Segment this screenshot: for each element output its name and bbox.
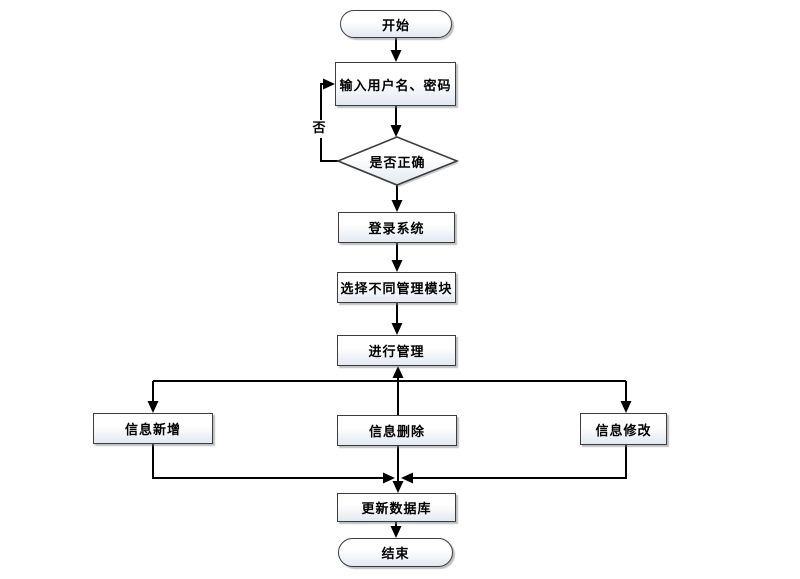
arrowhead-up-into-manage [392,366,404,378]
info-delete-node: 信息删除 [337,415,457,446]
arrowhead-into-login [391,200,403,212]
input-credentials-node: 输入用户名、密码 [335,62,456,106]
arrowhead-into-select [391,260,403,272]
arrowhead-into-add [147,401,159,413]
arrowhead-into-modify [620,401,632,413]
arrowhead-into-decision [390,125,402,137]
end-node: 结束 [338,538,453,567]
edge-modify-merge [413,445,627,479]
arrowhead-into-update [392,481,404,493]
manage-node: 进行管理 [337,335,456,366]
arrowhead-merge-left [383,472,395,484]
edge-add-merge [152,444,383,479]
decision-diamond [335,136,460,186]
arrowhead-merge-right [401,472,413,484]
decision-node-label: 是否正确 [369,155,426,171]
start-node: 开始 [340,10,452,38]
update-database-node: 更新数据库 [337,493,456,522]
info-modify-node: 信息修改 [580,413,667,445]
arrowhead-into-input [390,50,402,62]
edge-label-no: 否 [308,120,330,138]
arrowhead-no-loop [323,78,335,90]
arrowhead-into-end [390,526,402,538]
select-module-node: 选择不同管理模块 [337,272,456,303]
info-add-node: 信息新增 [93,413,213,444]
arrowhead-into-manage [391,323,403,335]
login-system-node: 登录系统 [338,212,455,243]
